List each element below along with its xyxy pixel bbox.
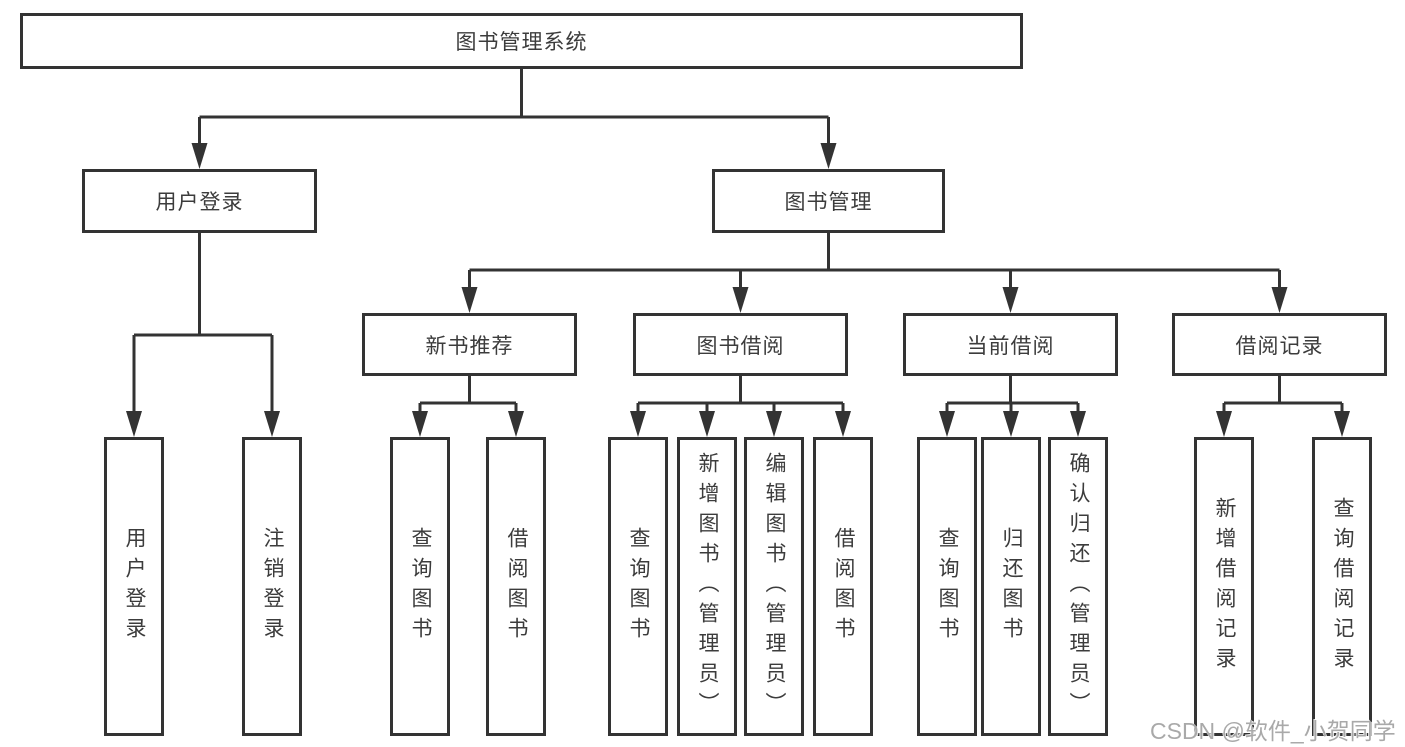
node-root: 图书管理系统 — [20, 13, 1023, 69]
node-book-borrowing-label: 图书借阅 — [696, 334, 785, 358]
node-book-management-label: 图书管理 — [784, 191, 873, 214]
leaf-records-add-record-label: 新增借阅记录 — [1213, 496, 1236, 677]
leaf-newbook-query-books: 查询图书 — [390, 437, 450, 736]
leaf-borrow-add-book-admin-label: 新增图书（管理员） — [696, 451, 719, 722]
leaf-logout-label: 注销登录 — [261, 526, 284, 647]
leaf-borrow-edit-book-admin-label: 编辑图书（管理员） — [763, 451, 786, 722]
leaf-newbook-borrow-books: 借阅图书 — [486, 437, 546, 736]
leaf-borrow-query-books-label: 查询图书 — [627, 526, 650, 647]
watermark: CSDN @软件_小贺同学 — [1150, 718, 1396, 744]
leaf-newbook-borrow-books-label: 借阅图书 — [505, 526, 528, 647]
connector-bookmgmt-to-level3 — [461, 233, 1288, 313]
node-book-management: 图书管理 — [712, 169, 945, 233]
node-book-borrowing: 图书借阅 — [633, 313, 848, 376]
leaf-logout: 注销登录 — [242, 437, 302, 736]
connector-root-to-level2 — [191, 69, 837, 169]
leaf-borrow-borrow-books: 借阅图书 — [813, 437, 873, 736]
node-new-book-recommend: 新书推荐 — [362, 313, 577, 376]
node-user-login: 用户登录 — [82, 169, 317, 233]
node-root-label: 图书管理系统 — [455, 31, 588, 54]
node-borrowing-records: 借阅记录 — [1172, 313, 1387, 376]
connector-current-to-leaves — [939, 376, 1086, 437]
leaf-records-query-record-label: 查询借阅记录 — [1331, 496, 1354, 677]
leaf-current-return-books: 归还图书 — [981, 437, 1041, 736]
leaf-borrow-query-books: 查询图书 — [608, 437, 668, 736]
connector-records-to-leaves — [1216, 376, 1350, 437]
leaf-borrow-add-book-admin: 新增图书（管理员） — [677, 437, 737, 736]
connector-borrow-to-leaves — [630, 376, 851, 437]
leaf-current-query-books: 查询图书 — [917, 437, 977, 736]
leaf-current-confirm-return-admin: 确认归还（管理员） — [1048, 437, 1108, 736]
leaf-current-query-books-label: 查询图书 — [936, 526, 959, 647]
connector-userlogin-to-leaves — [126, 233, 280, 437]
leaf-user-login-label: 用户登录 — [123, 526, 146, 647]
connector-newbook-to-leaves — [412, 376, 524, 437]
leaf-records-query-record: 查询借阅记录 — [1312, 437, 1372, 736]
node-current-borrowing-label: 当前借阅 — [966, 334, 1055, 358]
leaf-current-confirm-return-admin-label: 确认归还（管理员） — [1067, 451, 1090, 722]
node-current-borrowing: 当前借阅 — [903, 313, 1118, 376]
leaf-records-add-record: 新增借阅记录 — [1194, 437, 1254, 736]
leaf-borrow-borrow-books-label: 借阅图书 — [832, 526, 855, 647]
leaf-current-return-books-label: 归还图书 — [1000, 526, 1023, 647]
node-user-login-label: 用户登录 — [155, 191, 244, 214]
leaf-user-login: 用户登录 — [104, 437, 164, 736]
node-borrowing-records-label: 借阅记录 — [1235, 334, 1324, 358]
leaf-borrow-edit-book-admin: 编辑图书（管理员） — [744, 437, 804, 736]
leaf-newbook-query-books-label: 查询图书 — [409, 526, 432, 647]
node-new-book-recommend-label: 新书推荐 — [425, 334, 514, 358]
